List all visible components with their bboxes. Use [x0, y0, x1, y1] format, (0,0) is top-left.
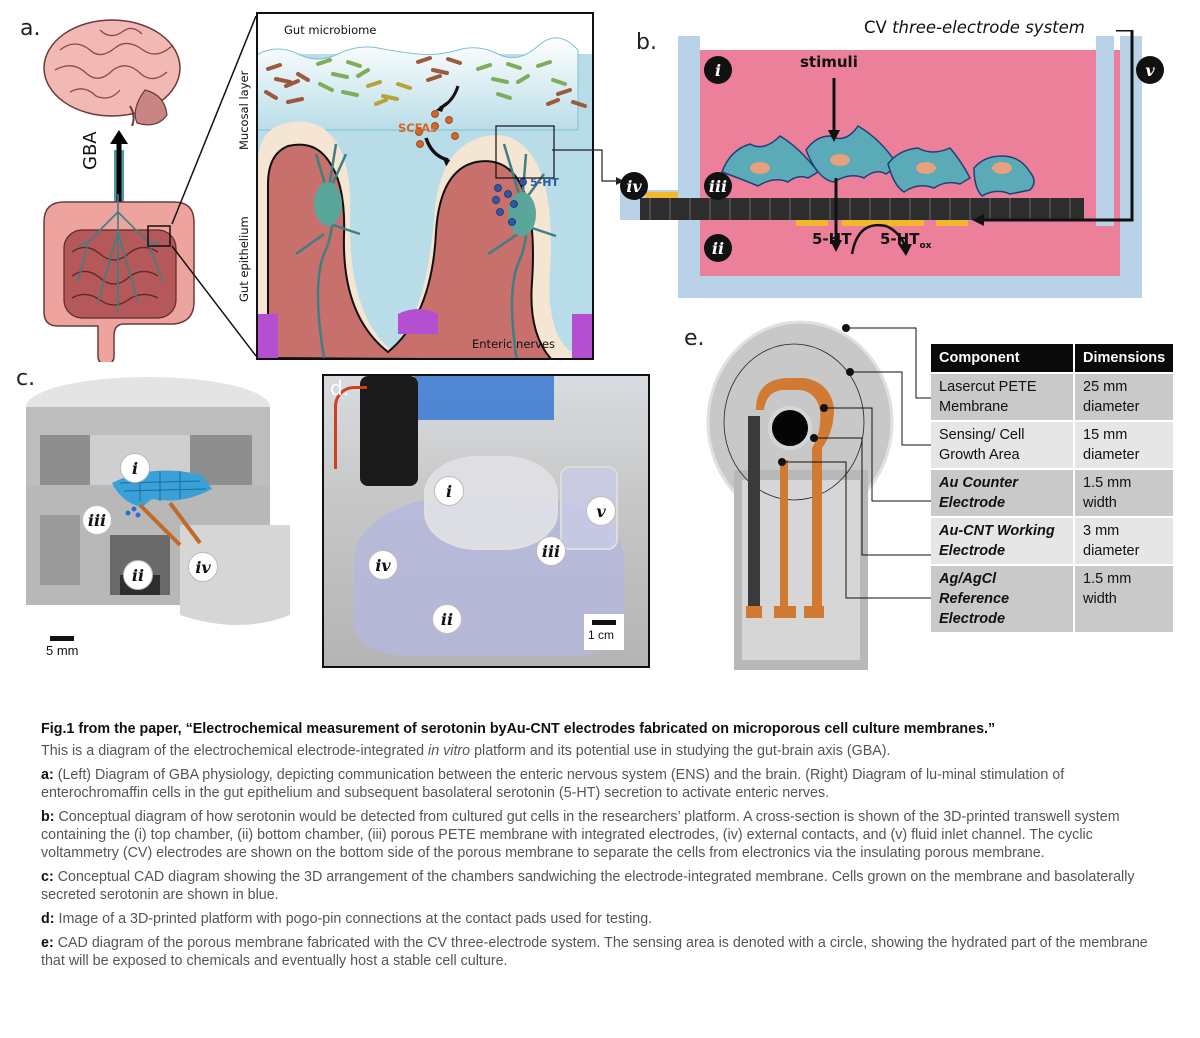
marker-b-v: v [1136, 56, 1164, 84]
caption-item-a: a: (Left) Diagram of GBA physiology, dep… [41, 767, 1065, 801]
marker-d-iv: iv [368, 550, 398, 580]
panel-e-letter: e. [684, 326, 705, 351]
marker-d-ii: ii [432, 604, 462, 634]
villi-inset: Gut microbiome SCFAs 5-HT Enteric nerves [256, 12, 594, 360]
marker-b-ii: ii [704, 234, 732, 262]
serotonin-label: 5-HT [530, 176, 559, 189]
cv-italic: three-electrode system [892, 18, 1085, 37]
marker-c-iv: iv [188, 552, 218, 582]
platform-photo: d. 1 cm [322, 374, 650, 668]
marker-c-ii: ii [123, 560, 153, 590]
marker-c-i: i [120, 453, 150, 483]
caption-intro: This is a diagram of the electrochemical… [41, 743, 891, 759]
marker-b-iii: iii [704, 172, 732, 200]
cable [360, 376, 418, 486]
stimuli-label: stimuli [800, 53, 858, 71]
scale-box-d: 1 cm [584, 614, 624, 650]
serotonin-ox-main: 5-HT [880, 230, 920, 248]
table-header-dimensions: Dimensions [1075, 344, 1174, 372]
caption-item-c: c: Conceptual CAD diagram showing the 3D… [41, 869, 1135, 903]
gut-epithelium-label: Gut epithelium [237, 216, 251, 302]
sensing-area-circle [723, 343, 865, 501]
panel-b-letter: b. [636, 30, 657, 55]
brain-illustration [43, 19, 181, 127]
table-header-component: Component [931, 344, 1073, 372]
villi-diagram: Gut microbiome SCFAs 5-HT Enteric nerves [258, 14, 592, 358]
wires [334, 386, 367, 469]
panel-a-letter: a. [20, 16, 41, 41]
porous-membrane [640, 198, 1084, 220]
marker-b-i: i [704, 56, 732, 84]
bacteria [264, 56, 587, 108]
photo-background-object [414, 376, 554, 420]
caption-item-d: d: Image of a 3D-printed platform with p… [41, 911, 653, 927]
gut-illustration [43, 194, 195, 362]
scfas-label: SCFAs [398, 121, 437, 135]
serotonin-b-label: 5-HT [812, 230, 852, 248]
serotonin-ox-sub: ox [919, 241, 932, 251]
marker-d-iii: iii [536, 536, 566, 566]
caption-item-e: e: CAD diagram of the porous membrane fa… [41, 935, 1148, 969]
scale-label-c: 5 mm [46, 643, 79, 658]
marker-c-iii: iii [82, 505, 112, 535]
scale-bar-d [592, 620, 616, 625]
table-header-row: Component Dimensions [931, 344, 1174, 372]
zoom-lines [171, 15, 257, 357]
cv-prefix: CV [864, 18, 893, 37]
caption-item-b: b: Conceptual diagram of how serotonin w… [41, 809, 1120, 861]
cad-chamber-render [26, 377, 290, 625]
figure-caption: Fig.1 from the paper, “Electrochemical m… [41, 720, 1166, 976]
mucosal-layer-label: Mucosal layer [237, 70, 251, 150]
panel-c-letter: c. [16, 366, 36, 391]
membrane-cad [706, 320, 934, 670]
serotonin-ox-label: 5-HTox [880, 230, 931, 251]
enteric-nerves-label: Enteric nerves [472, 337, 555, 351]
gba-label: GBA [80, 131, 101, 170]
scale-label-d: 1 cm [588, 628, 615, 642]
gut-microbiome-label: Gut microbiome [284, 23, 376, 37]
cv-system-label: CV three-electrode system [864, 18, 1085, 37]
marker-d-i: i [434, 476, 464, 506]
caption-title: Fig.1 from the paper, “Electrochemical m… [41, 721, 996, 737]
transwell-cross-section [620, 30, 1142, 298]
panel-d-letter: d. [330, 376, 350, 400]
scale-bar-c [50, 636, 74, 641]
marker-b-iv: iv [620, 172, 648, 200]
marker-d-v: v [586, 496, 616, 526]
electrodes [646, 192, 968, 226]
